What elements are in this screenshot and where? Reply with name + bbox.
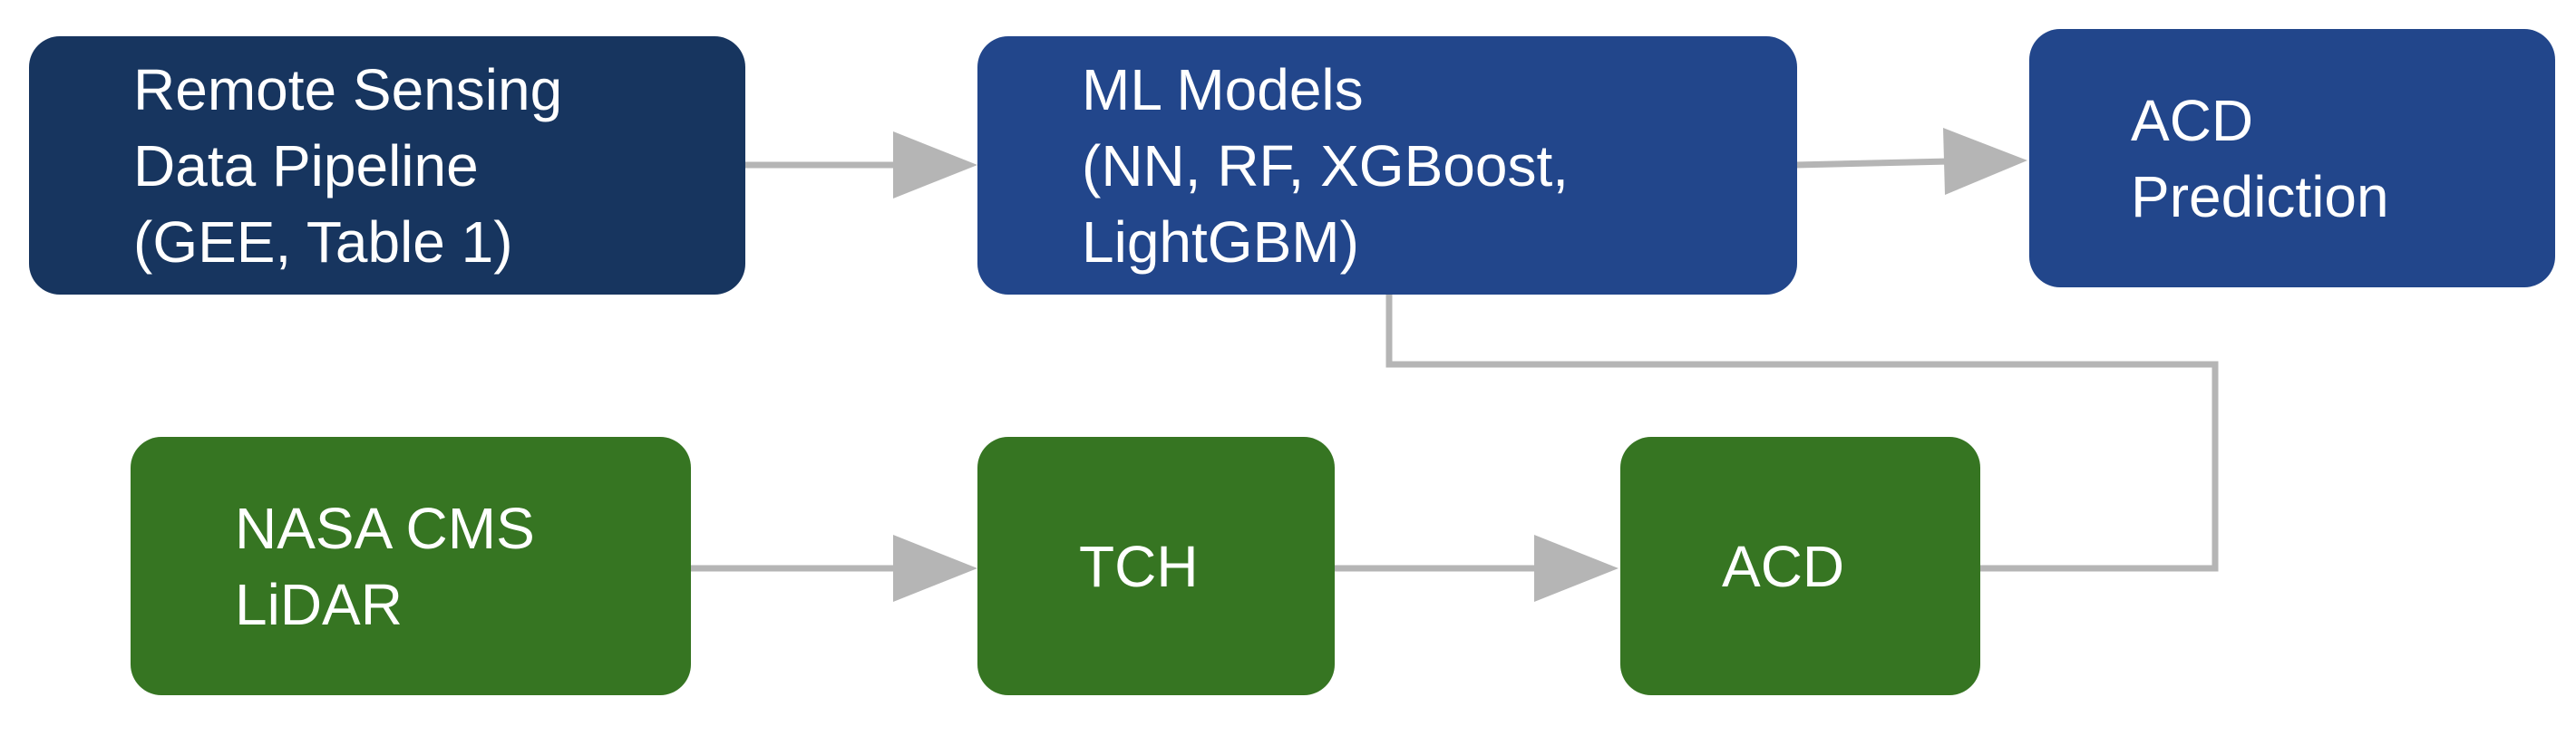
nasa-cms-lidar-line-2: LiDAR <box>235 571 403 637</box>
ml-models-line-2: (NN, RF, XGBoost, <box>1082 132 1569 199</box>
remote-sensing-line-3: (GEE, Table 1) <box>133 208 513 275</box>
tch-line-1: TCH <box>1079 533 1199 599</box>
acd-prediction-line-1: ACD <box>2131 87 2254 153</box>
arrowhead-ml-models <box>893 131 977 199</box>
remote-sensing-pipeline-node: Remote Sensing Data Pipeline (GEE, Table… <box>29 36 745 295</box>
arrowhead-acd <box>1534 535 1619 602</box>
ml-models-node: ML Models (NN, RF, XGBoost, LightGBM) <box>977 36 1797 295</box>
acd-prediction-label: ACD Prediction <box>2131 82 2389 235</box>
tch-label: TCH <box>1079 528 1199 605</box>
ml-models-line-1: ML Models <box>1082 56 1364 122</box>
acd-line-1: ACD <box>1722 533 1845 599</box>
remote-sensing-line-2: Data Pipeline <box>133 132 479 199</box>
nasa-cms-lidar-label: NASA CMS LiDAR <box>235 490 535 643</box>
nasa-cms-lidar-node: NASA CMS LiDAR <box>131 437 691 695</box>
acd-prediction-line-2: Prediction <box>2131 163 2389 229</box>
edge-ml-models-to-acd-prediction <box>1794 158 1950 169</box>
acd-node: ACD <box>1620 437 1980 695</box>
tch-node: TCH <box>977 437 1335 695</box>
ml-models-line-3: LightGBM) <box>1082 208 1359 275</box>
arrowhead-tch <box>893 535 977 602</box>
remote-sensing-line-1: Remote Sensing <box>133 56 563 122</box>
arrowhead-acd-prediction <box>1943 128 2027 195</box>
edge-acd-to-ml-models <box>1385 295 2219 572</box>
acd-prediction-node: ACD Prediction <box>2029 29 2555 287</box>
ml-models-label: ML Models (NN, RF, XGBoost, LightGBM) <box>1082 52 1569 280</box>
remote-sensing-pipeline-label: Remote Sensing Data Pipeline (GEE, Table… <box>133 52 562 280</box>
acd-label: ACD <box>1722 528 1844 605</box>
nasa-cms-lidar-line-1: NASA CMS <box>235 495 535 561</box>
